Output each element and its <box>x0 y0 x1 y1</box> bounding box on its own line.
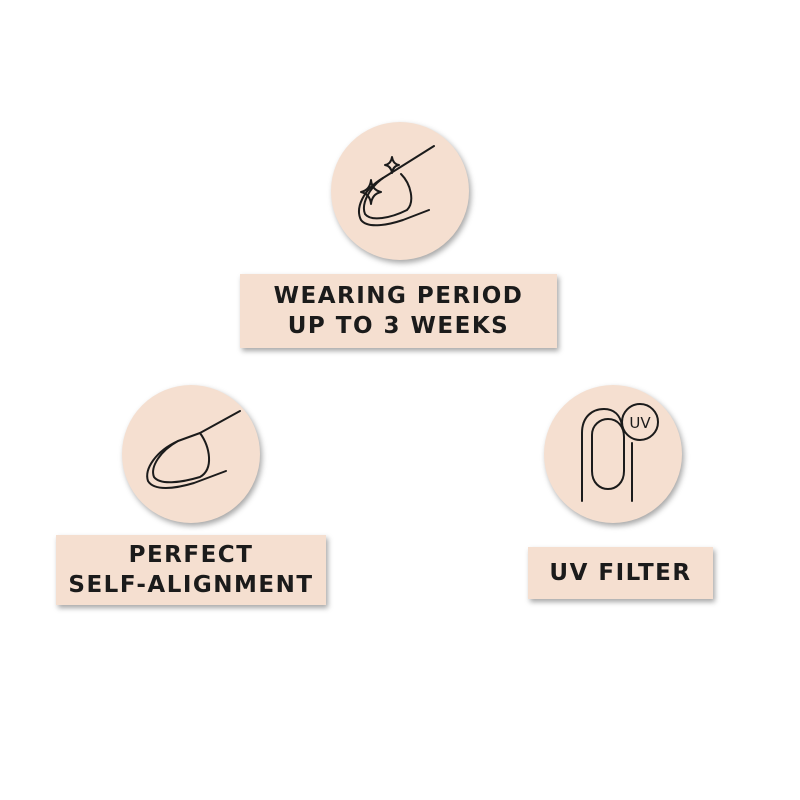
uv-filter-line1: UV FILTER <box>549 560 692 586</box>
self-alignment-icon-badge <box>122 385 260 523</box>
nail-icon <box>146 410 241 489</box>
uv-badge-text: UV <box>629 414 651 432</box>
wearing-period-line1: WEARING PERIOD <box>273 283 524 309</box>
uv-filter-label: UV FILTER <box>528 547 713 599</box>
self-alignment-line2: SELF-ALIGNMENT <box>68 572 314 598</box>
uv-filter-icon-badge: UV <box>544 385 682 523</box>
sparkle-nail-icon <box>358 145 435 227</box>
wearing-period-line2: UP TO 3 WEEKS <box>287 313 510 339</box>
wearing-period-label: WEARING PERIOD UP TO 3 WEEKS <box>240 274 557 348</box>
wearing-period-icon-badge <box>331 122 469 260</box>
uv-finger-icon: UV <box>581 403 659 502</box>
self-alignment-line1: PERFECT <box>128 542 254 568</box>
self-alignment-label: PERFECT SELF-ALIGNMENT <box>56 535 326 605</box>
